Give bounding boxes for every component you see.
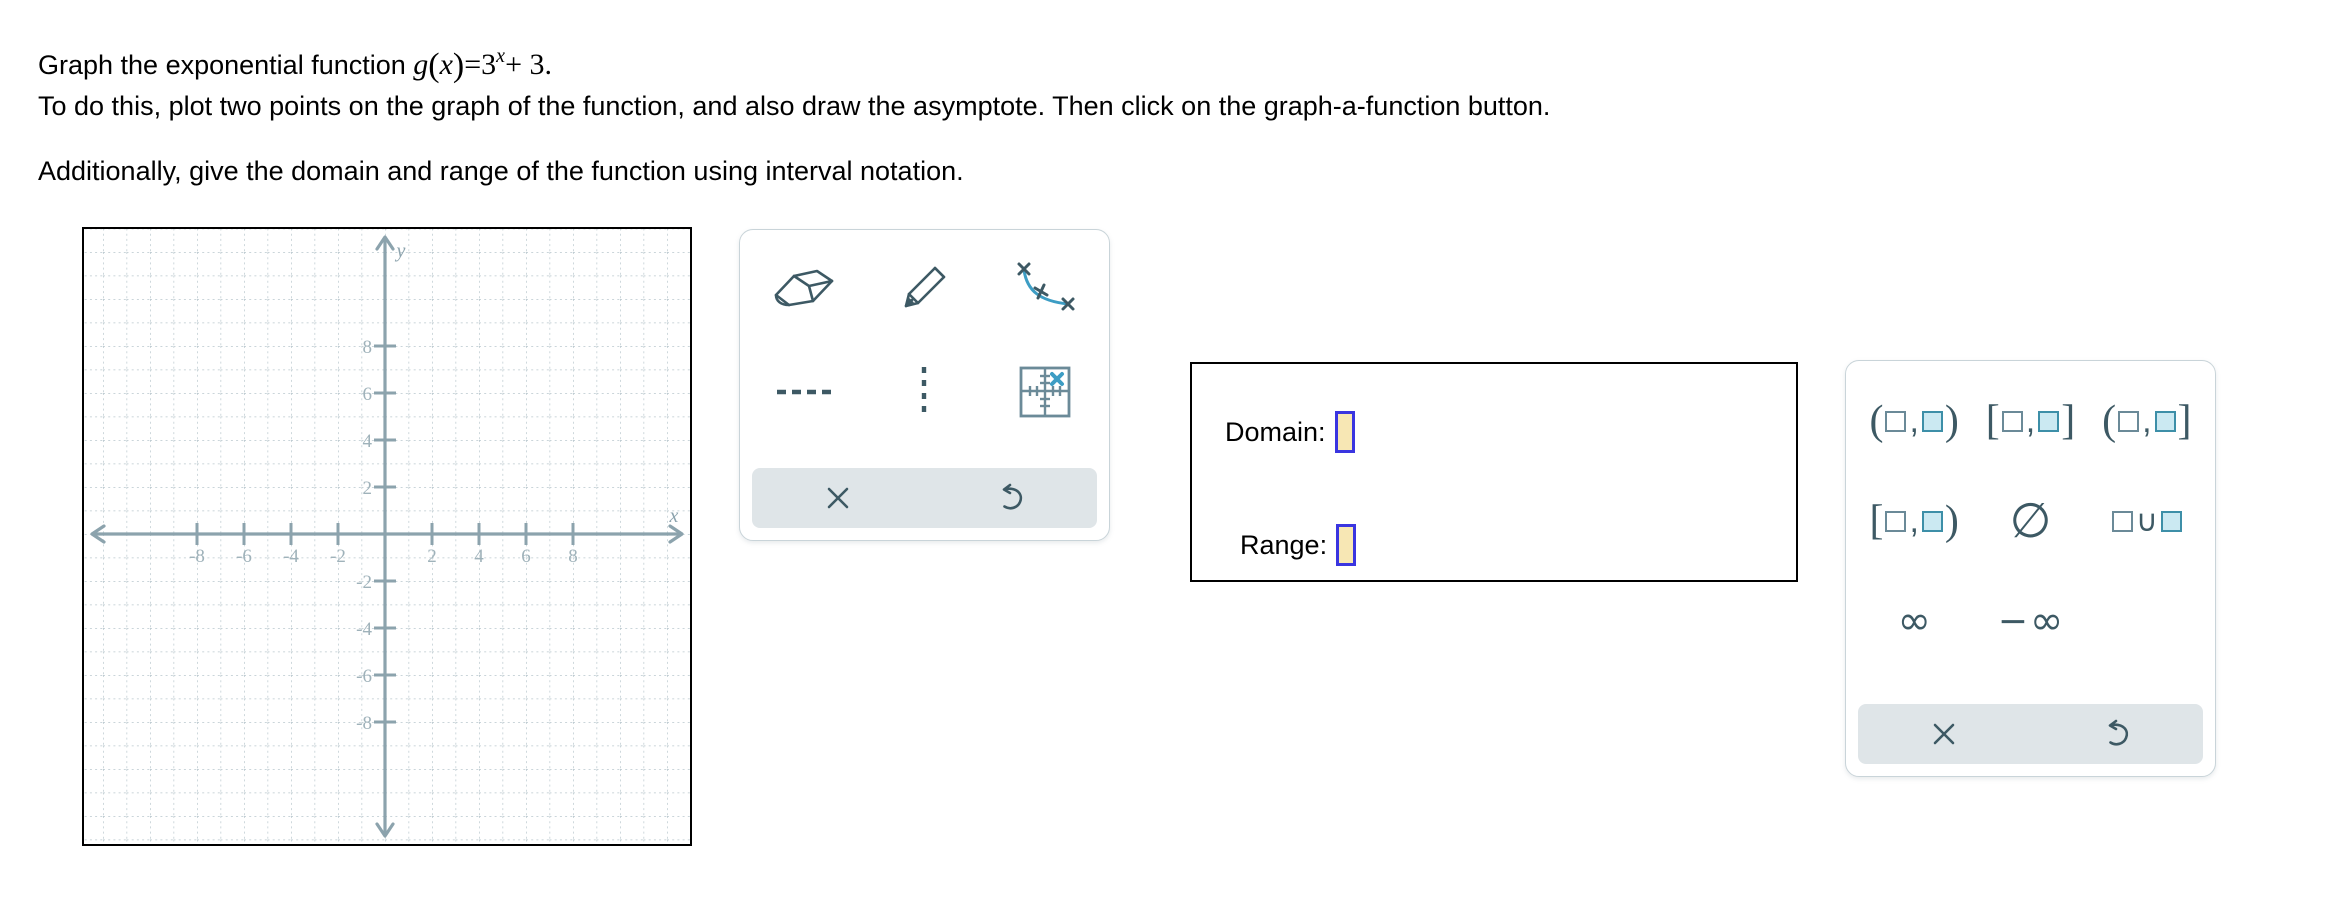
union-button[interactable]: ∪ <box>2089 471 2205 571</box>
closed-closed-interval-button[interactable]: [,] <box>1972 371 2088 471</box>
x-tick-label: -8 <box>189 546 205 567</box>
drawing-toolbar-panel <box>739 229 1110 541</box>
x-tick-label: 2 <box>427 546 437 567</box>
infinity-button[interactable]: ∞ <box>1856 571 1972 671</box>
curve-with-points-icon <box>1017 262 1075 311</box>
empty-set-button[interactable]: ∅ <box>1972 471 2088 571</box>
infinity-icon: ∞ <box>1897 598 1931 644</box>
placeholder-square <box>1885 510 1907 532</box>
interval-button-grid: (,) [,] (,] [,) ∅ ∪ ∞ <box>1846 361 2215 671</box>
coordinate-grid[interactable]: -8 -6 -4 -2 2 4 6 8 8 6 4 2 -2 -4 -6 -8 … <box>84 229 690 844</box>
union-glyph: ∪ <box>2110 504 2184 539</box>
placeholder-square-filled <box>2160 510 2182 532</box>
drawing-tool-grid <box>740 230 1109 444</box>
prompt-line-1: Graph the exponential function g(x)=3x+ … <box>38 36 1550 86</box>
graph-a-function-tool-button[interactable] <box>985 340 1105 444</box>
y-tick-label: 8 <box>363 337 373 358</box>
x-axis-tick-labels: -8 -6 -4 -2 2 4 6 8 <box>189 546 578 567</box>
plus-three: + 3. <box>505 48 552 81</box>
prompt-line-1-prefix: Graph the exponential function <box>38 50 414 80</box>
placeholder-square-filled <box>2038 410 2060 432</box>
x-tick-label: -4 <box>283 546 299 567</box>
negative-infinity-glyph: −∞ <box>1997 598 2064 644</box>
undo-icon <box>1002 483 1022 510</box>
negative-infinity-button[interactable]: −∞ <box>1972 571 2088 671</box>
open-closed-interval-glyph: (,] <box>2102 398 2192 444</box>
drawing-toolbar-footer <box>752 468 1097 528</box>
close-icon <box>827 487 849 509</box>
interval-notation-palette: (,) [,] (,] [,) ∅ ∪ ∞ <box>1845 360 2216 777</box>
axes-lines <box>92 237 682 836</box>
x-tick-label: -2 <box>330 546 346 567</box>
exponent-x: x <box>496 45 506 67</box>
y-tick-label: 6 <box>363 384 373 405</box>
y-tick-label: -2 <box>356 572 372 593</box>
pencil-icon <box>905 266 946 308</box>
range-input[interactable] <box>1336 524 1357 566</box>
x-axis-label: x <box>669 505 679 527</box>
problem-statement: Graph the exponential function g(x)=3x+ … <box>38 36 1550 192</box>
eraser-icon <box>774 269 834 307</box>
horizontal-dashed-line-icon <box>777 389 832 395</box>
placeholder-square-filled <box>1921 410 1943 432</box>
function-name: g <box>413 48 429 81</box>
x-tick-label: 4 <box>474 546 484 567</box>
close-paren: ) <box>452 47 465 84</box>
interval-grid-empty-cell <box>2089 571 2205 671</box>
placeholder-square <box>1885 410 1907 432</box>
vertical-dotted-line-icon <box>922 367 927 417</box>
vertical-dotted-line-tool-button[interactable] <box>864 340 984 444</box>
y-axis-tick-labels: 8 6 4 2 -2 -4 -6 -8 <box>356 337 372 734</box>
graph-a-function-icon <box>1019 366 1071 418</box>
x-axis-ticks <box>195 523 575 545</box>
axis-arrowheads <box>90 235 684 838</box>
close-icon <box>1933 723 1955 745</box>
dashed-line-tool-button[interactable] <box>744 340 864 444</box>
domain-label: Domain: <box>1225 416 1326 447</box>
y-tick-label: 2 <box>363 478 373 499</box>
y-tick-label: -4 <box>356 619 372 640</box>
placeholder-square <box>2111 510 2133 532</box>
pencil-tool-button[interactable] <box>864 236 984 340</box>
eraser-tool-button[interactable] <box>744 236 864 340</box>
open-open-interval-button[interactable]: (,) <box>1856 371 1972 471</box>
variable-x: x <box>439 48 453 81</box>
y-tick-label: -6 <box>356 666 372 687</box>
prompt-line-3: Additionally, give the domain and range … <box>38 156 964 186</box>
empty-set-icon: ∅ <box>2009 493 2052 549</box>
drawing-clear-button[interactable] <box>752 468 925 528</box>
interval-undo-button[interactable] <box>2031 704 2204 764</box>
placeholder-square <box>2001 410 2023 432</box>
open-open-interval-glyph: (,) <box>1869 398 1959 444</box>
equals-sign: = <box>464 48 482 81</box>
y-axis-ticks <box>374 344 396 724</box>
closed-closed-interval-glyph: [,] <box>1985 398 2076 444</box>
prompt-line-2: To do this, plot two points on the graph… <box>38 91 1551 121</box>
x-tick-label: 8 <box>568 546 578 567</box>
placeholder-square <box>2118 410 2140 432</box>
x-tick-label: 6 <box>521 546 531 567</box>
interval-clear-button[interactable] <box>1858 704 2031 764</box>
curve-tool-button[interactable] <box>985 236 1105 340</box>
range-row: Range: <box>1240 524 1357 566</box>
domain-row: Domain: <box>1225 411 1355 453</box>
placeholder-square-filled <box>2154 410 2176 432</box>
base-3: 3 <box>481 48 497 81</box>
closed-open-interval-button[interactable]: [,) <box>1856 471 1972 571</box>
open-closed-interval-button[interactable]: (,] <box>2089 371 2205 471</box>
open-paren: ( <box>428 47 440 84</box>
placeholder-square-filled <box>1921 510 1943 532</box>
y-tick-label: -8 <box>356 713 372 734</box>
y-tick-label: 4 <box>363 431 373 452</box>
y-axis-label: y <box>395 240 406 262</box>
x-tick-label: -6 <box>236 546 252 567</box>
answer-box: Domain: Range: <box>1190 362 1798 582</box>
interval-palette-footer <box>1858 704 2203 764</box>
closed-open-interval-glyph: [,) <box>1869 498 1959 544</box>
domain-input[interactable] <box>1334 411 1355 453</box>
undo-icon <box>2108 719 2128 746</box>
drawing-undo-button[interactable] <box>925 468 1098 528</box>
range-label: Range: <box>1240 529 1328 560</box>
coordinate-graph-panel[interactable]: -8 -6 -4 -2 2 4 6 8 8 6 4 2 -2 -4 -6 -8 … <box>82 227 692 846</box>
